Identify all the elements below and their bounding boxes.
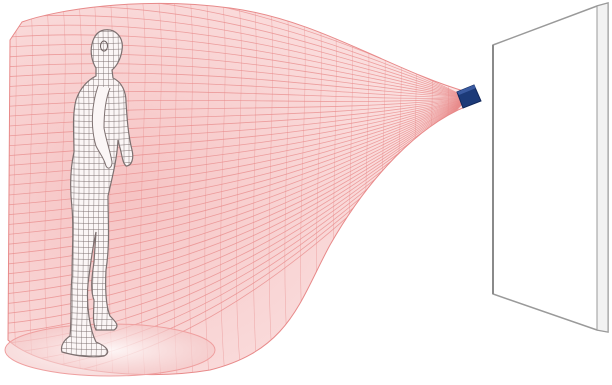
display-panel: [493, 3, 608, 332]
beam-wave-line: [396, 0, 402, 385]
beam-wave-line: [413, 0, 418, 385]
beam-wave-line: [445, 0, 450, 385]
beam-wave-line: [429, 0, 434, 385]
beam-wave-line: [381, 0, 386, 385]
floor-footprint: [5, 324, 215, 376]
